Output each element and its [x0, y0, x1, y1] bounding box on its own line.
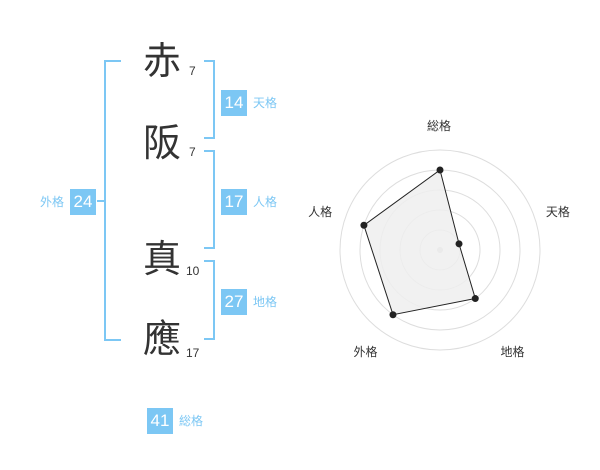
jinkaku-label: 人格	[253, 195, 278, 209]
soukaku-label: 総格	[179, 414, 204, 428]
stroke-count-1: 7	[189, 64, 196, 78]
gaikaku-badge: 24	[70, 189, 97, 215]
kanji-4: 應	[143, 317, 182, 361]
radar-axis-label-soukaku: 総格	[427, 119, 452, 133]
chikaku-badge: 27	[221, 289, 247, 315]
radar-point-1	[455, 240, 463, 248]
gaikaku-bracket	[104, 60, 121, 341]
kanji-3: 真	[143, 237, 182, 281]
radar-point-3	[389, 311, 397, 319]
radar-points	[360, 166, 479, 319]
kanji-2: 阪	[143, 121, 182, 165]
radar-point-0	[436, 166, 444, 174]
soukaku-group: 41 総格	[147, 408, 203, 434]
stroke-count-4: 17	[186, 346, 200, 360]
jinkaku-group: 17 人格	[221, 189, 277, 215]
tenkaku-badge: 14	[221, 90, 247, 116]
gaikaku-label: 外格	[40, 195, 65, 209]
soukaku-badge: 41	[147, 408, 173, 434]
tenkaku-bracket	[204, 60, 215, 139]
radar-point-4	[360, 221, 368, 229]
tenkaku-label: 天格	[253, 96, 278, 110]
stroke-count-2: 7	[189, 145, 196, 159]
radar-axis-label-tenkaku: 天格	[545, 205, 570, 220]
gaikaku-group: 外格 24	[40, 189, 97, 215]
radar-axis-label-jinkaku: 人格	[308, 205, 333, 220]
stroke-count-3: 10	[186, 264, 200, 278]
chikaku-bracket	[204, 260, 215, 340]
kanji-1: 赤	[143, 39, 182, 83]
radar-point-2	[471, 295, 479, 303]
tenkaku-group: 14 天格	[221, 90, 277, 116]
chikaku-group: 27 地格	[221, 289, 277, 315]
jinkaku-bracket	[204, 150, 215, 249]
jinkaku-badge: 17	[221, 189, 247, 215]
gaikaku-bracket-tick	[97, 200, 105, 202]
radar-axis-label-chikaku: 地格	[500, 345, 525, 360]
radar-area	[363, 169, 476, 316]
chikaku-label: 地格	[253, 295, 278, 309]
radar-axis-label-gaikaku: 外格	[353, 345, 378, 360]
